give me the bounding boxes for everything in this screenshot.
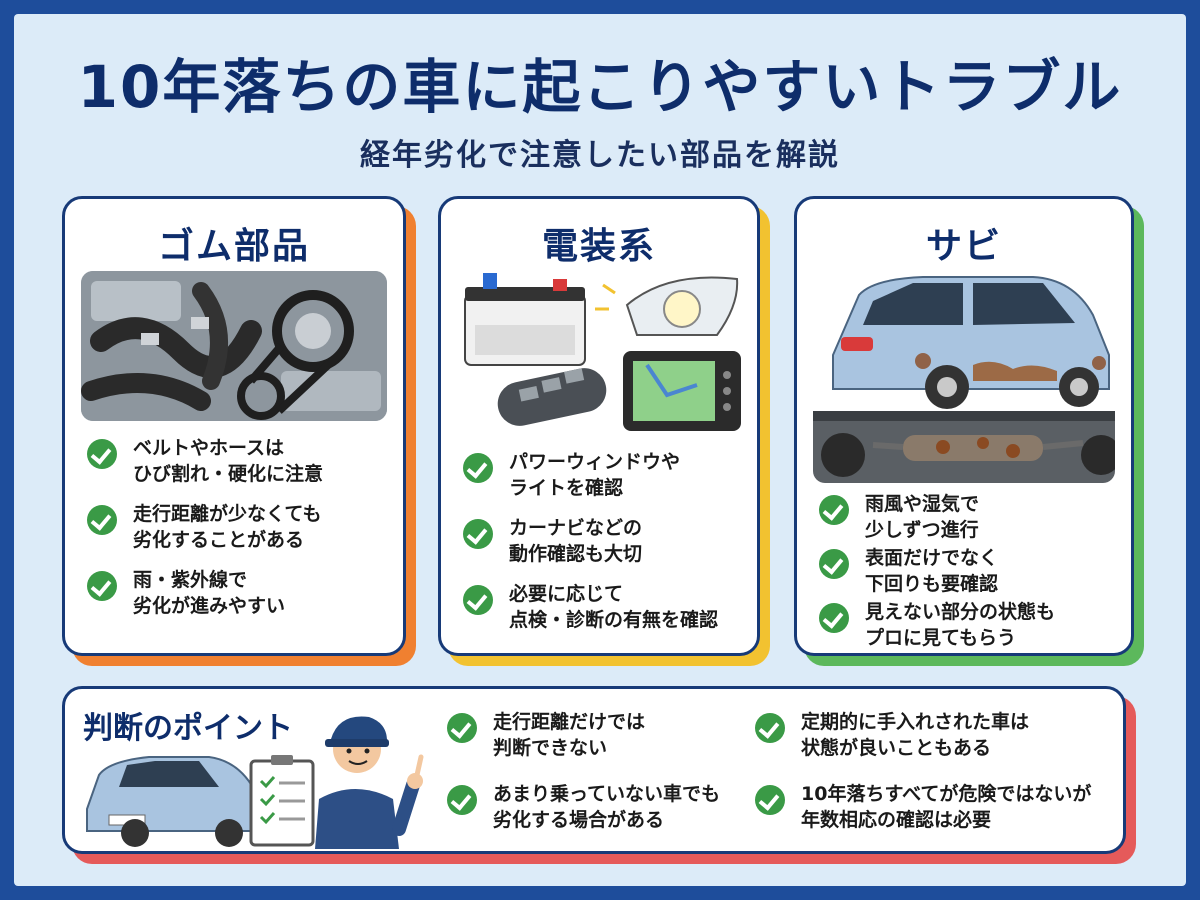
card-rust: サビ [794, 196, 1144, 666]
item-text: 定期的に手入れされた車は 状態が良いこともある [801, 711, 1030, 759]
list-item: 見えない部分の状態も プロに見てもらう [819, 599, 1121, 651]
item-text: 走行距離だけでは 判断できない [493, 711, 646, 759]
rusty-car-illustration [813, 265, 1115, 483]
battery-icon [464, 273, 741, 431]
item-text: 雨風や湿気で 少しずつ進行 [865, 493, 980, 541]
list-item: ベルトやホースは ひび割れ・硬化に注意 [87, 435, 393, 487]
card-body: 電装系 [438, 196, 760, 656]
item-text: あまり乗っていない車でも 劣化する場合がある [493, 783, 721, 831]
points-title: 判断のポイント [83, 711, 293, 746]
check-icon [463, 519, 493, 549]
card-rubber-parts: ゴム部品 ベルトやホースは ひび割れ・硬化に注意 [62, 196, 416, 666]
list-item: 走行距離だけでは 判断できない [447, 709, 767, 761]
list-item: カーナビなどの 動作確認も大切 [463, 515, 747, 567]
points-panel: 判断のポイント [62, 686, 1136, 864]
item-text: パワーウィンドウや ライトを確認 [509, 451, 681, 499]
item-text: 10年落ちすべてが危険ではないが 年数相応の確認は必要 [801, 783, 1092, 831]
check-icon [87, 505, 117, 535]
check-icon [447, 713, 477, 743]
list-item: パワーウィンドウや ライトを確認 [463, 449, 747, 501]
card-title: サビ [925, 226, 1002, 267]
item-text: 見えない部分の状態も プロに見てもらう [865, 601, 1056, 649]
check-icon [87, 439, 117, 469]
car-icon [813, 276, 1115, 483]
list-item: 定期的に手入れされた車は 状態が良いこともある [755, 709, 1125, 761]
check-icon [819, 549, 849, 579]
list-item: あまり乗っていない車でも 劣化する場合がある [447, 781, 767, 833]
card-title: ゴム部品 [157, 226, 310, 267]
item-text: 雨・紫外線で 劣化が進みやすい [133, 569, 286, 617]
list-item: 必要に応じて 点検・診断の有無を確認 [463, 581, 747, 633]
card-title: 電装系 [541, 226, 656, 267]
check-icon [819, 603, 849, 633]
item-text: 必要に応じて 点検・診断の有無を確認 [509, 583, 719, 631]
card-body: サビ [794, 196, 1134, 656]
check-icon [447, 785, 477, 815]
engine-hoses-illustration [81, 271, 387, 421]
check-icon [755, 713, 785, 743]
item-text: 表面だけでなく 下回りも要確認 [865, 547, 999, 595]
item-text: カーナビなどの 動作確認も大切 [509, 517, 643, 565]
page-title: 10年落ちの車に起こりやすいトラブル [77, 53, 1123, 121]
page-subtitle: 経年劣化で注意したい部品を解説 [360, 138, 840, 173]
check-icon [463, 585, 493, 615]
check-icon [819, 495, 849, 525]
item-text: ベルトやホースは ひび割れ・硬化に注意 [133, 437, 324, 485]
list-item: 10年落ちすべてが危険ではないが 年数相応の確認は必要 [755, 781, 1125, 833]
card-body: ゴム部品 ベルトやホースは ひび割れ・硬化に注意 [62, 196, 406, 656]
check-icon [463, 453, 493, 483]
list-item: 走行距離が少なくても 劣化することがある [87, 501, 393, 553]
mechanic-icon [86, 716, 424, 849]
card-electrical: 電装系 [438, 196, 770, 666]
list-item: 雨風や湿気で 少しずつ進行 [819, 491, 1121, 543]
engine-icon [81, 271, 387, 421]
item-text: 走行距離が少なくても 劣化することがある [133, 503, 322, 551]
check-icon [755, 785, 785, 815]
electrical-illustration [457, 265, 741, 437]
panel-body: 判断のポイント [62, 686, 1126, 854]
list-item: 雨・紫外線で 劣化が進みやすい [87, 567, 393, 619]
check-icon [87, 571, 117, 601]
list-item: 表面だけでなく 下回りも要確認 [819, 545, 1121, 597]
